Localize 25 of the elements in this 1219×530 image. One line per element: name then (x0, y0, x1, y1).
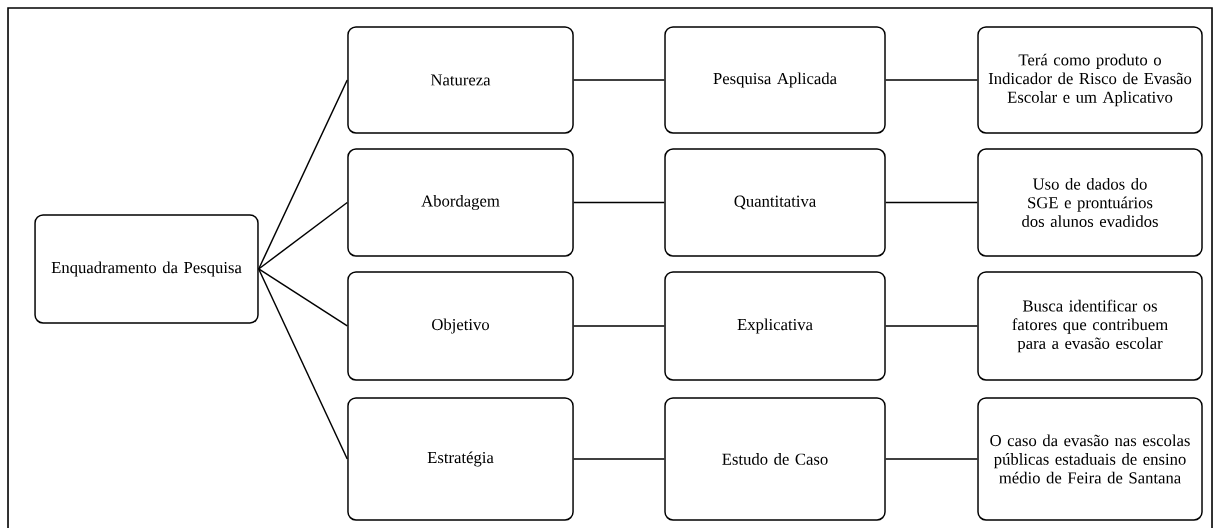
text-box: Quantitativa (664, 148, 886, 257)
text-box: Estratégia (347, 397, 574, 521)
connector-line (885, 458, 978, 460)
text-box: Abordagem (347, 148, 574, 257)
connector-line (885, 79, 978, 81)
connector-line (573, 458, 665, 460)
text-box: Explicativa (664, 271, 886, 381)
connector-line (257, 201, 348, 270)
text-box: Estudo de Caso (664, 397, 886, 521)
connector-line (885, 201, 978, 204)
connector-line (573, 79, 665, 81)
text-box: Pesquisa Aplicada (664, 26, 886, 134)
text-box: Enquadramento da Pesquisa (34, 214, 259, 324)
text-box: Uso de dados do SGE e prontuários dos alunos evadidos (977, 148, 1203, 257)
connector-line (257, 79, 348, 270)
text-box: Terá como produto o Indicador de Risco de Evasão Escolar e um Aplicativo (977, 26, 1203, 134)
connector-line (573, 325, 665, 327)
text-box: Natureza (347, 26, 574, 134)
connector-line (885, 325, 978, 327)
text-box: O caso da evasão nas escolas públicas estaduais de ensino médio de Feira de Santana (977, 397, 1203, 521)
text-box: Objetivo (347, 271, 574, 381)
connector-line (257, 268, 348, 460)
text-box: Busca identificar os fatores que contribuem para a evasão escolar (977, 271, 1203, 381)
connector-line (257, 268, 348, 327)
connector-line (573, 201, 665, 204)
